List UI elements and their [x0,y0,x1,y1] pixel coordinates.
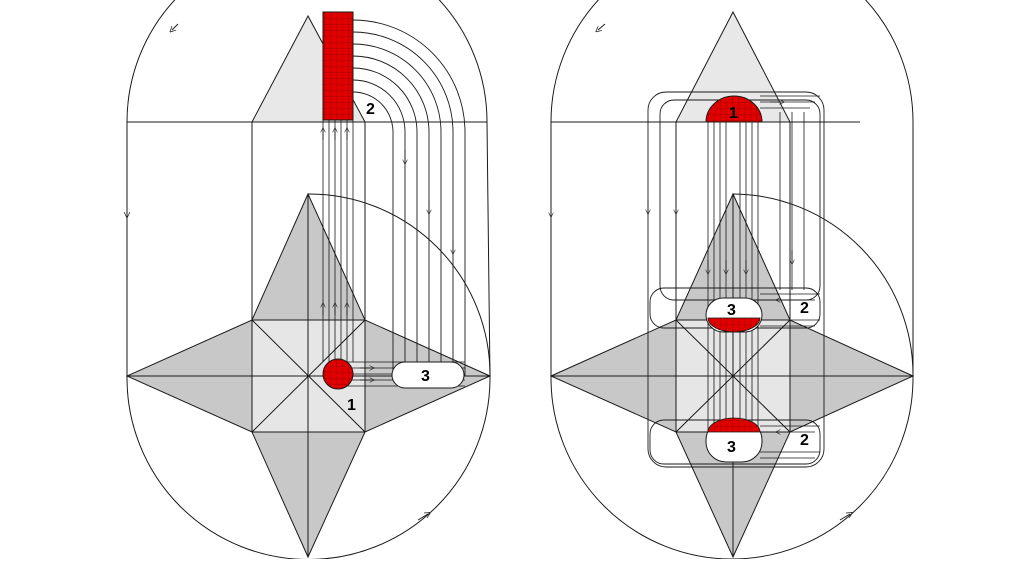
left-panel: 1 2 3 [126,0,492,560]
left-label-2: 2 [366,101,375,118]
left-outer-boundary [126,0,491,560]
right-outer-boundary [550,0,914,560]
left-slot-3 [391,361,465,389]
right-label-3-middle: 3 [727,302,736,319]
right-label-3-lower: 3 [727,439,736,456]
right-lower-arc [732,193,914,377]
right-red-cap-1 [705,95,763,123]
right-horizontal-flow [760,95,820,459]
left-label-3: 3 [421,368,430,385]
right-flow-lines [551,112,805,450]
left-red-strip [322,11,354,121]
right-label-1: 1 [729,105,738,122]
left-lower-arc [307,193,491,377]
right-label-2-lower: 2 [800,432,809,449]
left-loop-arcs [352,19,466,376]
right-panel: 1 2 3 3 2 [549,0,915,560]
right-star [549,192,915,559]
left-flow-lines [323,120,453,362]
left-red-disk [322,358,354,390]
right-label-2-middle: 2 [800,300,809,317]
right-slot-3-middle [705,297,763,333]
right-slot-3-lower [705,417,763,463]
left-label-1: 1 [347,397,356,414]
